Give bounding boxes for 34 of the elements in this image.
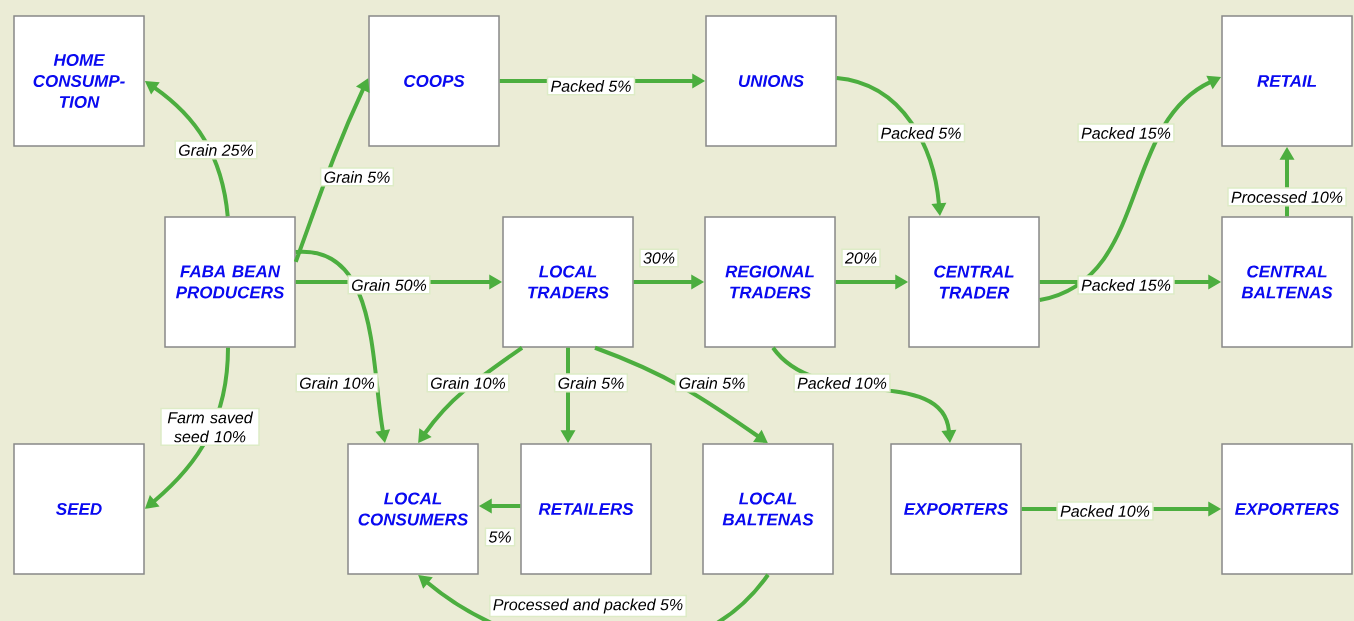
edge-label: Farm saved seed 10% [160,407,260,447]
flow-box: EXPORTERS [890,443,1022,575]
edge-label: Grain 10% [295,373,379,393]
flow-box: LOCAL BALTENAS [702,443,834,575]
flow-box: RETAILERS [520,443,652,575]
flow-box: HOME CONSUMP-TION [13,15,145,147]
edge-label: Grain 5% [553,373,629,393]
edge-label: 30% [639,248,679,268]
flow-box: COOPS [368,15,500,147]
flow-box: CENTRAL BALTENAS [1221,216,1353,348]
flow-box: UNIONS [705,15,837,147]
edge-label: Packed 5% [876,123,966,143]
edge-label: 20% [841,248,881,268]
edge-label: Grain 50% [347,275,431,295]
flow-box: LOCAL TRADERS [502,216,634,348]
edge-label: Packed 15% [1077,123,1175,143]
flow-box: SEED [13,443,145,575]
edge-label: Grain 5% [319,167,395,187]
edge-label: Processed and packed 5% [489,594,687,618]
edge-label: Packed 10% [1056,501,1154,521]
flow-box: LOCAL CONSUMERS [347,443,479,575]
edge-label: Packed 10% [793,373,891,393]
edge-label: Packed 5% [546,76,636,96]
edge-label: Grain 25% [174,140,258,160]
edge-label: Grain 10% [426,373,510,393]
edge-label: Processed 10% [1227,187,1347,207]
flow-box: REGIONAL TRADERS [704,216,836,348]
edge-label: Packed 15% [1077,275,1175,295]
flow-box: CENTRAL TRADER [908,216,1040,348]
edge-label: 5% [484,527,516,547]
edge-label: Grain 5% [674,373,750,393]
flow-box: FABA BEAN PRODUCERS [164,216,296,348]
flow-box: RETAIL [1221,15,1353,147]
flow-box: EXPORTERS [1221,443,1353,575]
